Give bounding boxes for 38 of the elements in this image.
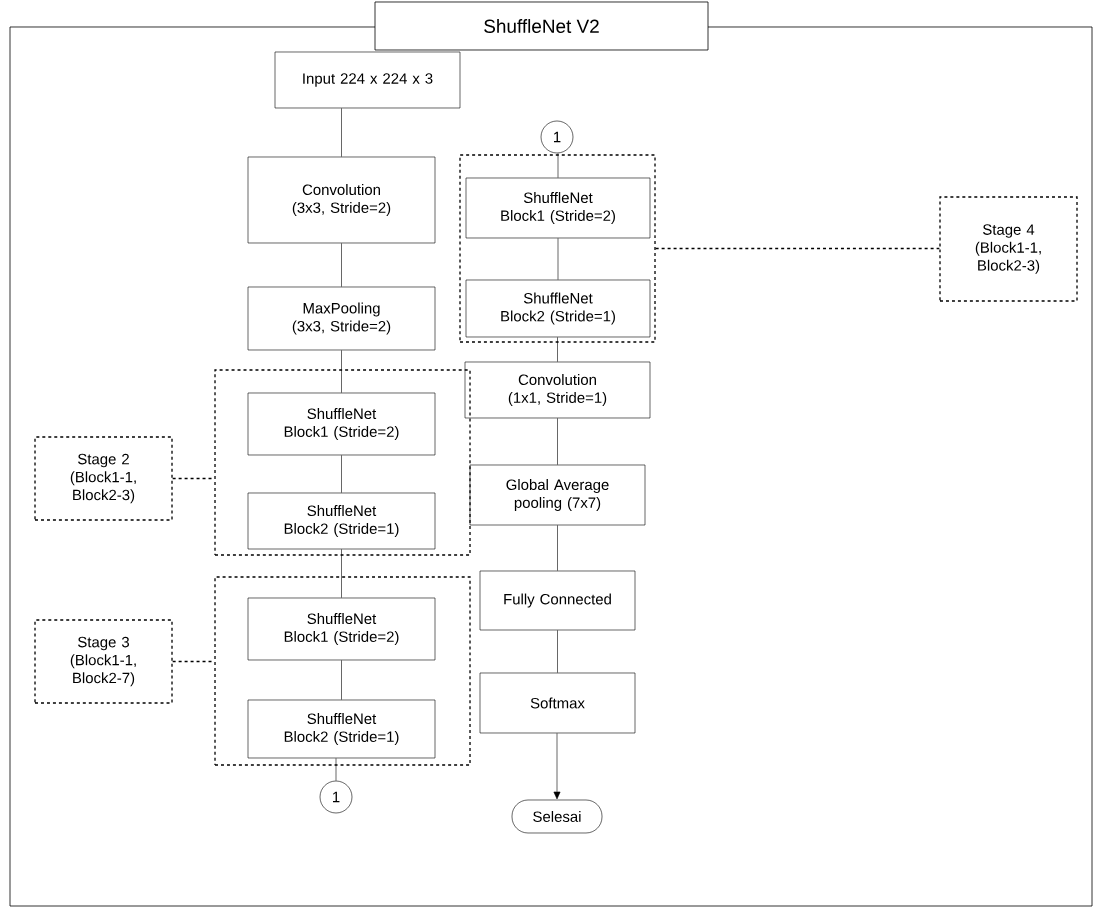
title-box: ShuffleNet V2 [374,1,709,51]
connector [553,733,561,800]
connector [557,238,559,280]
connector [341,108,342,157]
connector [341,660,342,700]
connector [172,660,215,663]
terminal-box: Selesai [511,799,603,834]
process-box: ShuffleNet Block1 (Stride=2) [247,597,436,661]
connector [557,153,559,178]
process-box: Convolution (1x1, Stride=1) [464,361,651,419]
process-box: ShuffleNet Block1 (Stride=2) [465,177,651,239]
process-box: Softmax [479,672,636,734]
connector [172,477,215,480]
stage-label-box: Stage 4 (Block1-1, Block2-3) [939,196,1078,302]
process-box: MaxPooling (3x3, Stride=2) [247,286,436,351]
group-box [459,154,656,343]
group-box [214,369,471,556]
process-box: ShuffleNet Block2 (Stride=1) [247,492,436,550]
connector [557,630,558,673]
connector [335,758,337,781]
connector [655,247,940,250]
connector [557,418,558,465]
connector [341,455,342,493]
process-box: ShuffleNet Block1 (Stride=2) [247,392,436,456]
process-box: Global Average pooling (7x7) [469,464,646,526]
stage-label-box: Stage 3 (Block1-1, Block2-7) [34,619,173,704]
connector [341,243,342,287]
process-box: Input 224 x 224 x 3 [274,51,461,109]
process-box: ShuffleNet Block2 (Stride=1) [247,699,436,759]
stage-label-box: Stage 2 (Block1-1, Block2-3) [34,436,173,521]
connector [341,549,342,598]
process-box: Fully Connected [479,570,636,631]
connector [341,350,342,393]
connector [557,337,558,362]
process-box: Convolution (3x3, Stride=2) [247,156,436,244]
group-box [214,576,471,766]
connector [557,525,558,571]
process-box: ShuffleNet Block2 (Stride=1) [465,279,651,338]
